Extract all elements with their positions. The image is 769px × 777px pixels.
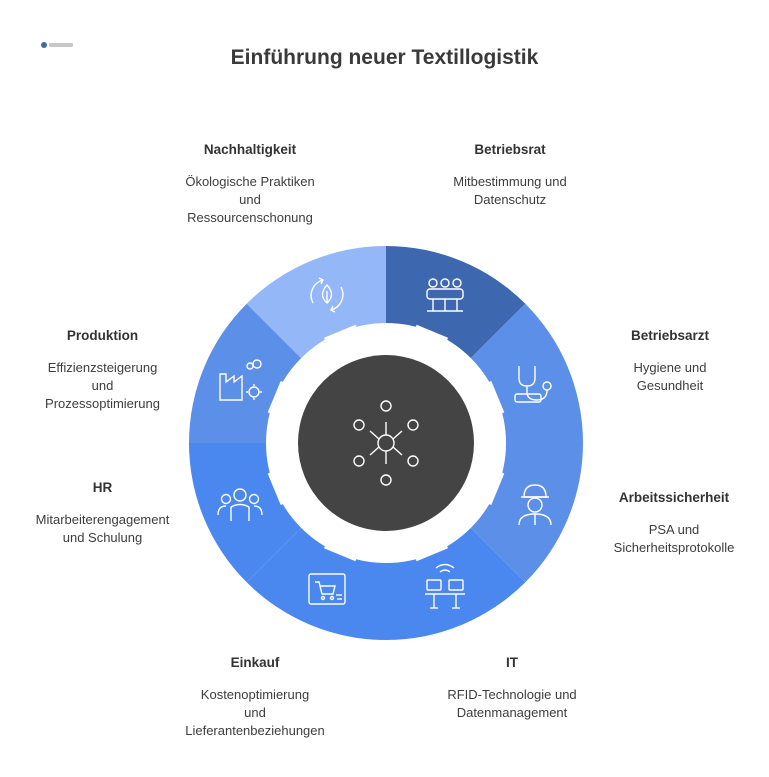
segment-nachhaltigkeit [246, 246, 386, 359]
stethoscope-icon [514, 366, 552, 403]
segment-description: Hygiene und Gesundheit [633, 360, 707, 393]
segment-description: PSA und Sicherheitsprotokolle [613, 522, 735, 555]
segment-notch [267, 460, 313, 506]
segment-produktion [189, 303, 302, 443]
segment-betriebsarzt [470, 303, 583, 443]
label-nachhaltigkeit: Nachhaltigkeit Ökologische Praktiken und… [170, 142, 330, 227]
segment-title: Produktion [66, 328, 139, 343]
label-arbeitssicherheit: Arbeitssicherheit PSA und Sicherheitspro… [594, 490, 754, 557]
segment-notch [403, 324, 449, 370]
segment-description: Mitarbeiterengagement und Schulung [35, 512, 170, 545]
people-group-icon [217, 488, 263, 521]
napkin-logo-icon [41, 42, 73, 48]
segment-title: Betriebsarzt [630, 328, 710, 343]
segment-title: Einkauf [230, 655, 280, 670]
label-hr: HR Mitarbeiterengagement und Schulung [20, 480, 185, 547]
central-hub [298, 355, 474, 531]
leaf-cycle-icon [310, 277, 344, 313]
wireless-desk-icon [425, 563, 465, 609]
segment-notch [459, 380, 505, 426]
segment-notch [323, 516, 369, 562]
label-it: IT RFID-Technologie und Datenmanagement [432, 655, 592, 722]
network-hub-icon [353, 400, 419, 486]
segment-hr [189, 443, 302, 583]
segment-it [386, 527, 526, 640]
segment-betriebsrat [386, 246, 526, 359]
segment-title: IT [506, 655, 518, 670]
segment-description: Mitbestimmung und Datenschutz [453, 174, 567, 207]
segment-einkauf [246, 527, 386, 640]
hardhat-worker-icon [518, 484, 552, 526]
segment-arbeitssicherheit [470, 443, 583, 583]
segment-title: Nachhaltigkeit [203, 142, 297, 157]
segment-description: Kostenoptimierung und Lieferantenbeziehu… [185, 687, 325, 738]
diagram-title: Einführung neuer Textillogistik [230, 46, 539, 69]
segment-notch [403, 516, 449, 562]
meeting-group-icon [426, 278, 464, 312]
segment-description: Effizienzsteigerung und Prozessoptimieru… [45, 360, 160, 411]
segment-title: Betriebsrat [474, 142, 546, 157]
label-einkauf: Einkauf Kostenoptimierung und Lieferante… [170, 655, 340, 740]
segment-description: RFID-Technologie und Datenmanagement [447, 687, 577, 720]
label-betriebsrat: Betriebsrat Mitbestimmung und Datenschut… [440, 142, 580, 209]
shopping-cart-board-icon [308, 573, 346, 605]
segment-title: Arbeitssicherheit [618, 490, 730, 505]
factory-gear-icon [219, 359, 262, 401]
segment-notch [459, 460, 505, 506]
segment-title: HR [92, 480, 113, 495]
segment-notch [323, 324, 369, 370]
label-produktion: Produktion Effizienzsteigerung und Proze… [30, 328, 175, 413]
segment-notch [267, 380, 313, 426]
label-betriebsarzt: Betriebsarzt Hygiene und Gesundheit [600, 328, 740, 395]
segment-description: Ökologische Praktiken und Ressourcenscho… [185, 174, 315, 225]
